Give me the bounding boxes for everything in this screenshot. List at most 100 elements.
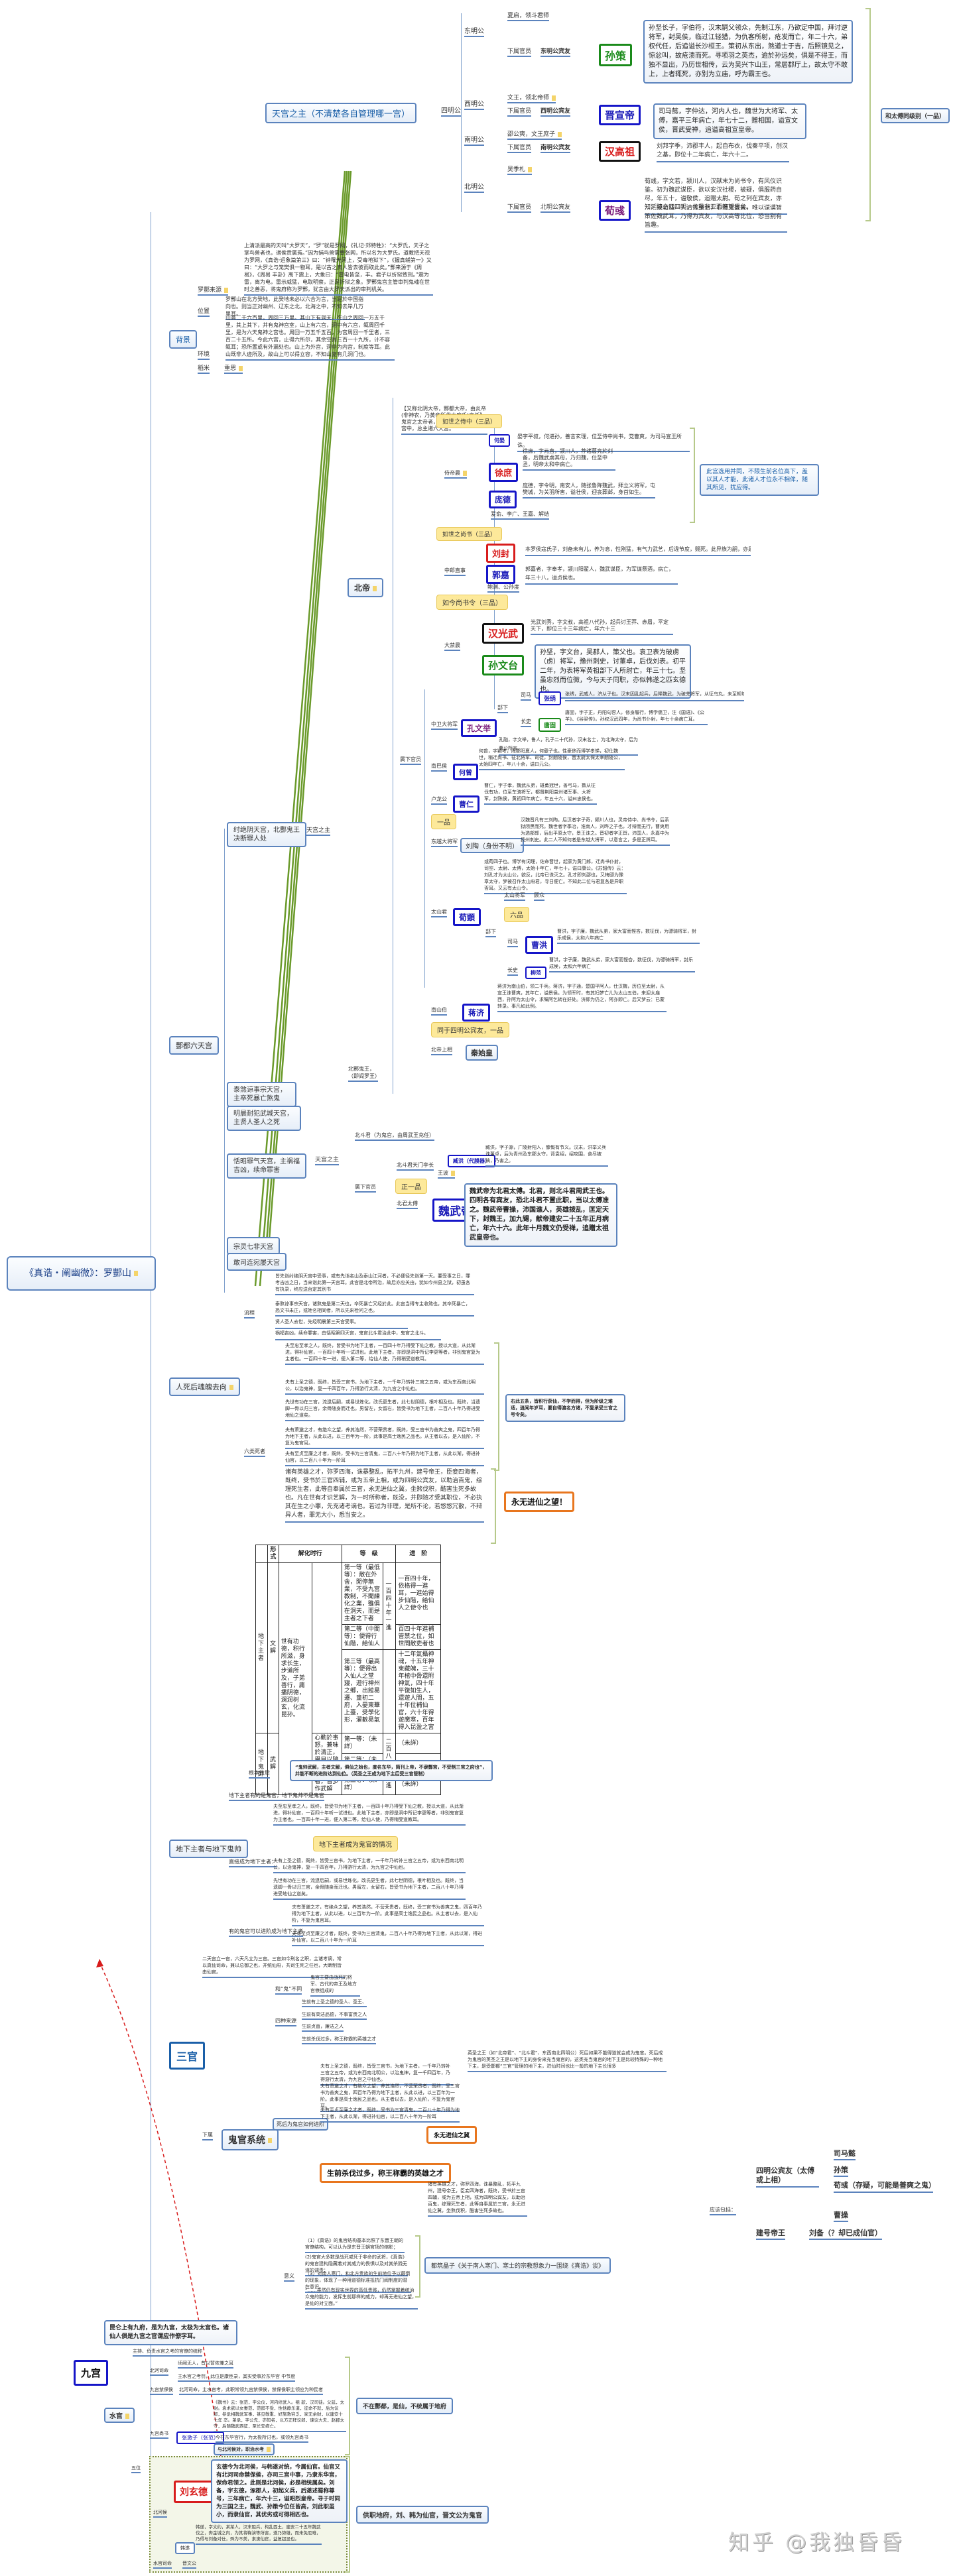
bracket [345,2357,350,2455]
beidi-bracket-note: 此宫选用并同，不限生前名位高下，盖以其人才能，此诸人才位永不相侔，随其所见，犹应… [700,464,819,496]
person-zhang-fan[interactable]: 张激子（张范） [176,2431,224,2444]
nature-label: 根本性质 [249,1769,270,1779]
west-lord: 文王，领北帝师 [507,93,556,103]
liu-xuande-desc: 玄德今为北河侯，与韩遂对统，今属仙官。仙官又有北河司命禁保侯，亦司三宫中事，乃隶… [211,2459,348,2523]
person-guo-jia[interactable]: 郭嘉 [486,565,516,584]
table-cell-level: 第一等（最低等）：散在外舍，閒停無業，不受九宮教制，不聞練化之業，雖俱在洞天，而… [341,1562,384,1625]
background-topic[interactable]: 背景 [169,330,197,349]
bracket [345,2456,350,2573]
person-cao-hong[interactable]: 曹洪 [525,936,554,954]
water-official-topic[interactable]: 水官 [104,2408,135,2423]
person-liu-feng[interactable]: 刘封 [486,544,516,563]
p4-sub-label: 属下官员 [355,1183,376,1193]
sanguan-sub-label: 下属 [202,2131,213,2140]
flow-label: 流程 [244,1309,255,1318]
source-item: 生前贞直，廉洁之人 [302,2023,344,2032]
beihe-siming-label: 北河司命 [150,2367,168,2376]
underground-topic[interactable]: 地下主者与地下鬼帅 [169,1840,248,1858]
origin-text: 上清派最高的天叫“大罗天”，“罗”就是罗网，《礼记·郊特牲》：“大罗氏，天子之掌… [244,242,433,296]
promote-item: 夫有萧邈之才，有绝众之望，养其浩然，不营荣贵者，既终，受三官书为善爽之鬼，四百年… [292,1904,484,1926]
palace-6[interactable]: 敢司连宛屡天宫 [227,1253,286,1271]
meaning-item: （1）《真诰》的鬼官结构基本比照了东晋王朝的官僚结构，可以认为是东晋王朝官场的缩… [305,2237,405,2253]
shangshu-label: 九宫尚书 [150,2430,168,2439]
jiugong-topic[interactable]: 九宫 [74,2360,109,2386]
table-cell-form: 武解 [267,1733,279,1795]
beidi-label: 北帝 [354,583,371,593]
hero-text: 诸有英雄之才，弥罗四海，诛暴整乱，拓平九州，建号帝王，臣妾四海者，既终，受书於三… [285,1468,484,1523]
person-xun-yu[interactable]: 荀彧 [599,200,631,221]
palace-1[interactable]: 纣绝阴天宫，北酆鬼王决断罪人处 [227,822,306,847]
xun-yi-desc: 或荀四子也。博学有词理，佐命晋世，起家为黄门郎，迁尚书仆射，司空、太尉、太傅，太… [484,858,627,894]
person-jin-xuandi[interactable]: 晋宣帝 [599,105,641,125]
guest-item: 曹操 [834,2209,848,2222]
six-palaces-topic[interactable]: 酆都六天宫 [169,1036,219,1055]
direct-item: 先世有功在三官，流逮后嗣，或易世炼化，改氏更生者，此七世阴德，根叶相及也。既终，… [273,1877,466,1900]
palace-2[interactable]: 泰煞谅事宗天宫，主卒死暴亡煞鬼 [227,1082,296,1107]
guest-item: 司马懿 [834,2148,856,2160]
person-han-sui[interactable]: 韩遂 [175,2542,195,2554]
heaven-master-topic[interactable]: 天宫之主（不清楚各自管理哪一宫） [265,103,417,123]
zhang-now: 今在东华宫行，为太极所讨也，或领九宫尚书 [216,2434,308,2443]
six-palaces-spine [224,829,225,1293]
six-dead-item: 夫有上圣之德，既终，皆受三官书，为地下主者，一千年乃转补三官之五帝，或为东西南北… [285,1379,484,1395]
six-dead-item: 先世有功在三官，流逮后嗣，或易世炼化，改氏更生者，此七世阴德，根叶相及也。既终，… [285,1399,484,1421]
grade-table: 形式 解化时行 等 级 进 阶 地下主者 文解 世有功德，积行所滋，身求长生，步… [255,1545,441,1795]
sanguan-topic[interactable]: 三官 [169,2042,206,2070]
tang-gu-desc: 唐固，字子正，丹阳句容人，修身履行，博学儒卫，注《国语》、《公羊》、《谷梁传》。… [565,709,708,725]
origin-label: 罗酆来源 [198,285,229,296]
person-zhang-xiu[interactable]: 张绣 [539,691,562,705]
han-sui-desc: 韩遂，字文约，某某人，汉末阻兵，构乱西土，建安二十五年魏武伐之，奔金城之内，为其… [196,2524,322,2545]
location-text: 罗酆山在北方癸地，此癸地未必以六合为言，当是於中国指向也。则当正对幽州、辽东之北… [225,296,365,320]
origin-label-text: 罗酆来源 [198,287,222,294]
arrow-head-icon [96,1959,103,1967]
han-guangwu-desc: 光武刘秀，字文叔，高祖八代孙，起兵讨王莽、赤眉，平定天下，即位三十三年病亡，年六… [531,619,673,635]
pang-de-desc: 庞德，字令明，南安人，随张鲁降魏武，拜立义将军，屯樊城，为关羽所害，谥壮侯，迎丧… [523,483,655,498]
person-zang-hong[interactable]: 臧洪（代膜器） [448,1155,495,1167]
beidi-topic[interactable]: 北帝 [348,578,384,597]
advance-item: 夫有萧邈之才，有绝众之望，养其浩然，不营荣贵者，既终，受三官书为善爽之鬼，四百年… [320,2083,460,2112]
flow-step-1: 皆先诣纣绝阴天宫中受事，或有先诣名山及泰山江河者，不必便径先诣第一天。要受事之日… [275,1273,474,1295]
person-liu-tao[interactable]: 刘陶（身份不明） [460,838,524,853]
person-han-gaozu[interactable]: 汉高祖 [599,141,641,162]
person-sun-ce[interactable]: 孙策 [599,44,633,66]
person-xun-yi[interactable]: 荀顗 [453,908,481,926]
flow-step-4: 祸福吉凶，续命罪害，由恬昭第四天宫，鬼官北斗君治此中，鬼官之北斗。 [275,1329,441,1340]
palace-4[interactable]: 恬昭罪气天宫，主祸福吉凶，续命罪害 [227,1153,306,1179]
dajin-label: 大禁晨 [444,642,460,651]
source-item: 生前有高洁品德，不事富贵之人 [302,2011,367,2020]
north-sub-label: 下属官员 [507,202,532,213]
person-qin-shihuang[interactable]: 秦始皇 [466,1045,498,1061]
person-liu-xuande[interactable]: 刘玄德 [174,2481,214,2503]
person-pang-de[interactable]: 庞德 [489,491,517,508]
west-lord-text: 文王，领北帝师 [507,95,550,101]
ling-callout: 如今尚书令（三品） [436,595,508,610]
jin-wengong: 晋文公 [182,2560,196,2569]
soul-topic[interactable]: 人死后魂魄去向 [169,1377,240,1396]
bracket [690,428,695,523]
nanshanbo-label: 南山伯 [431,1006,447,1016]
zhang-fan-desc: 《魏书》云：张范，字公仪，河内修武人。祖 歆，汉司徒。父延，太尉。袁术欲以女妻范… [214,2400,346,2432]
source-item: 生前有上圣之德的圣人、圣王、 [302,1999,367,2007]
palace-5[interactable]: 宗灵七非天宫 [227,1237,280,1255]
person-xu-shu[interactable]: 徐庶 [489,463,519,482]
person-liu-fan[interactable]: 柳范 [525,966,546,979]
person-he-zeng[interactable]: 何曾 [453,764,478,780]
person-jiang-ji[interactable]: 蒋济 [462,1004,491,1022]
palace-3[interactable]: 明晨耐犯武城天宫，主贤人圣人之死 [227,1106,301,1131]
note-icon [239,365,243,371]
person-tang-gu[interactable]: 唐固 [539,718,562,732]
table-cell-adv: 十二年氣攝神魂，十五年神束藏魄，三十年棺中骨還附神氣，四十年平復如生人，還遊人間… [395,1649,441,1733]
note-icon [558,131,562,137]
table-cell-form: 文解 [267,1562,279,1733]
root-topic[interactable]: 《真诰・阐幽微》：罗酆山 [7,1256,156,1291]
hero-note: 永无进仙之望！ [504,1492,575,1512]
note-icon [552,95,556,101]
person-han-guangwu[interactable]: 汉光武 [482,623,525,644]
person-sun-wentai[interactable]: 孙文台 [482,655,525,675]
east-guest-label: 东明公宾友 [541,46,571,57]
person-cao-ren[interactable]: 曹仁 [453,795,479,813]
ghost-system-topic[interactable]: 鬼官系统 [222,2129,279,2150]
person-kong-wenju[interactable]: 孔文举 [461,719,497,737]
sun-ce-desc: 孙坚长子，字伯符，汉末嗣父领众，先制江东，乃欲定中国，拜讨逆将军，封吴侯，临过江… [643,20,853,84]
person-he-yan[interactable]: 何晏 [489,434,510,447]
